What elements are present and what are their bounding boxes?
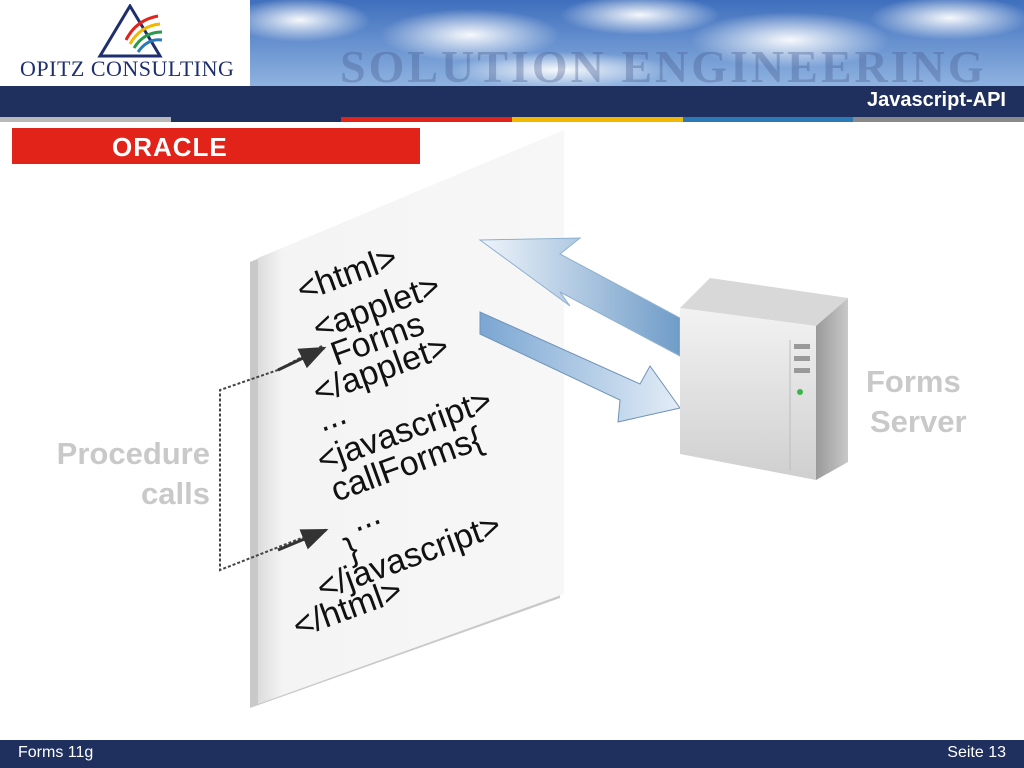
server-tower-icon (680, 278, 848, 480)
strip-segment (682, 117, 854, 122)
forms-server-label-line2: Server (870, 404, 967, 439)
solution-engineering-watermark: SOLUTION ENGINEERING (340, 41, 987, 86)
strip-segment (512, 117, 683, 122)
strip-segment (0, 117, 171, 122)
page-number: Seite 13 (947, 744, 1006, 761)
forms-server-label-line1: Forms (866, 364, 961, 399)
slide-title: Javascript-API (867, 89, 1006, 111)
procedure-calls-label: Procedure calls (57, 436, 210, 511)
oracle-banner: ORACLE (12, 128, 420, 164)
strip-segment (853, 117, 1024, 122)
forms-server-label: Forms Server (866, 364, 967, 439)
company-logo: OPITZ CONSULTING (0, 0, 250, 86)
html-page (250, 130, 564, 708)
color-strip (0, 117, 1024, 122)
footer-course-title: Forms 11g (18, 744, 94, 761)
response-arrow-icon (479, 311, 681, 423)
slide-footer: Forms 11g Seite 13 (0, 740, 1024, 768)
strip-segment (341, 117, 513, 122)
oracle-logo: ORACLE (112, 132, 228, 162)
triangle-logo-icon (97, 4, 163, 58)
procedure-calls-label-line1: Procedure (57, 436, 210, 471)
architecture-diagram: <html> <applet> Forms </applet> ... <jav… (57, 130, 967, 708)
slide-header: SOLUTION ENGINEERING OPITZ CONSULTING (0, 0, 1024, 86)
procedure-call-connector (219, 345, 329, 572)
company-name: OPITZ CONSULTING (20, 56, 235, 81)
title-bar: Javascript-API (0, 86, 1024, 117)
strip-segment (170, 117, 342, 122)
procedure-calls-label-line2: calls (141, 476, 210, 511)
